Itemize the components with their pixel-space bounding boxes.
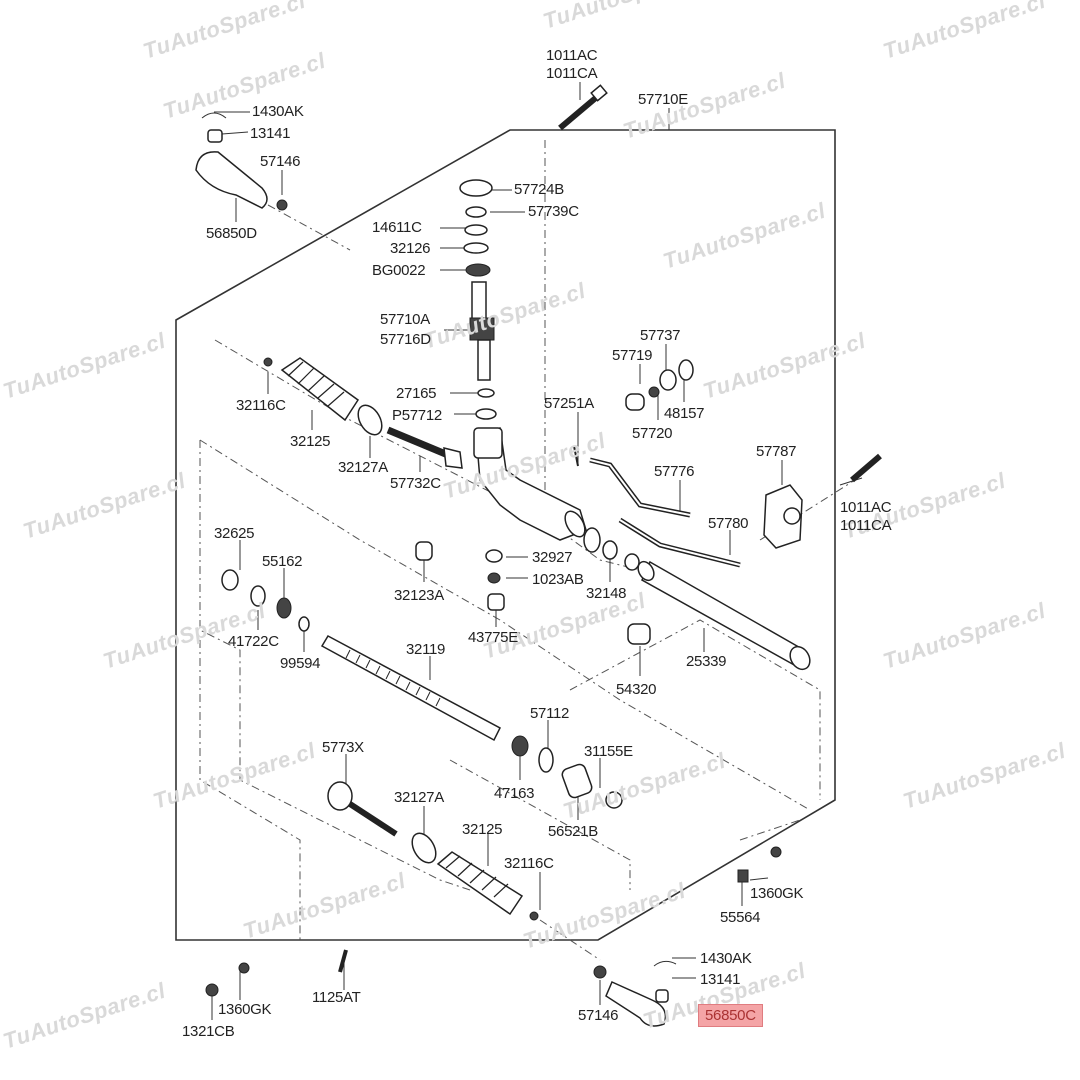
tie-rod-end-lower xyxy=(593,960,677,1027)
centerline-upper xyxy=(214,339,641,571)
part-label-57146-top[interactable]: 57146 xyxy=(260,153,301,170)
rack-bar xyxy=(320,635,501,742)
loose-fasteners xyxy=(205,846,782,997)
part-label-57112[interactable]: 57112 xyxy=(530,705,570,722)
pinion-stack xyxy=(459,179,497,420)
part-label-32119[interactable]: 32119 xyxy=(406,641,446,658)
part-label-55564[interactable]: 55564 xyxy=(720,909,761,926)
part-label-5773x[interactable]: 5773X xyxy=(322,739,364,756)
part-label-1011ac-right[interactable]: 1011AC xyxy=(840,499,892,516)
bolt-right xyxy=(850,453,882,483)
part-label-32125-bot[interactable]: 32125 xyxy=(462,821,503,838)
rack-housing xyxy=(473,427,640,571)
centerline-lower xyxy=(199,439,811,811)
bellows-boot-upper xyxy=(263,357,383,436)
part-label-32148[interactable]: 32148 xyxy=(586,585,627,602)
part-label-57737[interactable]: 57737 xyxy=(640,327,681,344)
part-label-57146-bot[interactable]: 57146 xyxy=(578,1007,619,1024)
part-label-32127a-bot[interactable]: 32127A xyxy=(394,789,444,806)
part-label-1011ac-top[interactable]: 1011AC xyxy=(546,47,598,64)
part-label-32116c-bot[interactable]: 32116C xyxy=(504,855,554,872)
part-label-57780[interactable]: 57780 xyxy=(708,515,749,532)
bushings xyxy=(221,541,651,645)
part-label-57710e[interactable]: 57710E xyxy=(638,91,688,108)
part-label-54320[interactable]: 54320 xyxy=(616,681,657,698)
part-label-57732c[interactable]: 57732C xyxy=(390,475,441,492)
part-label-56521b[interactable]: 56521B xyxy=(548,823,598,840)
bolt-link-bot xyxy=(739,819,801,841)
cylinder-tube xyxy=(637,560,811,671)
part-label-56850d[interactable]: 56850D xyxy=(206,225,257,242)
part-label-57710a[interactable]: 57710A xyxy=(380,311,430,328)
part-label-27165[interactable]: 27165 xyxy=(396,385,437,402)
part-label-bg0022[interactable]: BG0022 xyxy=(372,262,426,279)
part-label-57776[interactable]: 57776 xyxy=(654,463,695,480)
bolt-top xyxy=(558,84,608,131)
part-label-1023ab[interactable]: 1023AB xyxy=(532,571,584,588)
inner-tie-rod-lower xyxy=(327,781,398,837)
inner-tie-rod-upper xyxy=(386,426,463,469)
tie-rod-end-upper xyxy=(195,112,288,211)
part-label-13141-top[interactable]: 13141 xyxy=(250,125,291,142)
part-label-14611c[interactable]: 14611C xyxy=(372,219,422,236)
part-label-1360gk-left[interactable]: 1360GK xyxy=(218,1001,272,1018)
part-label-57716d[interactable]: 57716D xyxy=(380,331,431,348)
part-label-41722c[interactable]: 41722C xyxy=(228,633,279,650)
part-label-57251a[interactable]: 57251A xyxy=(544,395,594,412)
part-label-57724b[interactable]: 57724B xyxy=(514,181,564,198)
part-label-47163[interactable]: 47163 xyxy=(494,785,535,802)
part-label-32127a-top[interactable]: 32127A xyxy=(338,459,388,476)
part-label-1011ca-top[interactable]: 1011CA xyxy=(546,65,598,82)
centerline-tail xyxy=(199,640,301,940)
part-label-1125at[interactable]: 1125AT xyxy=(312,989,361,1006)
part-label-32625[interactable]: 32625 xyxy=(214,525,255,542)
valve-parts xyxy=(573,359,694,467)
tie-end-link-top xyxy=(267,204,351,251)
part-label-43775e[interactable]: 43775E xyxy=(468,629,518,646)
part-label-57720[interactable]: 57720 xyxy=(632,425,673,442)
part-label-1430ak-top[interactable]: 1430AK xyxy=(252,103,304,120)
part-label-13141-bot[interactable]: 13141 xyxy=(700,971,741,988)
centerline-box xyxy=(449,759,631,890)
part-label-1321cb[interactable]: 1321CB xyxy=(182,1023,235,1040)
part-label-32116c-top[interactable]: 32116C xyxy=(236,397,286,414)
assembly-frame xyxy=(175,129,836,941)
part-label-57739c[interactable]: 57739C xyxy=(528,203,579,220)
part-label-1011ca-right[interactable]: 1011CA xyxy=(840,517,892,534)
part-label-1360gk-right[interactable]: 1360GK xyxy=(750,885,804,902)
part-label-32927[interactable]: 32927 xyxy=(532,549,573,566)
part-label-1430ak-bot[interactable]: 1430AK xyxy=(700,950,752,967)
part-label-55162[interactable]: 55162 xyxy=(262,553,303,570)
part-label-99594[interactable]: 99594 xyxy=(280,655,321,672)
part-label-25339[interactable]: 25339 xyxy=(686,653,727,670)
part-label-57719[interactable]: 57719 xyxy=(612,347,653,364)
tie-end-link-bot xyxy=(539,919,601,961)
part-label-48157[interactable]: 48157 xyxy=(664,405,705,422)
part-label-31155e[interactable]: 31155E xyxy=(584,743,633,760)
bellows-boot-lower xyxy=(411,832,539,921)
part-label-32123a[interactable]: 32123A xyxy=(394,587,444,604)
part-label-32125-top[interactable]: 32125 xyxy=(290,433,331,450)
part-label-p57712[interactable]: P57712 xyxy=(392,407,442,424)
centerline-right xyxy=(569,619,821,800)
part-label-32126[interactable]: 32126 xyxy=(390,240,431,257)
lower-seals xyxy=(511,735,623,809)
part-label-57787[interactable]: 57787 xyxy=(756,443,797,460)
part-label-56850c-highlighted[interactable]: 56850C xyxy=(698,1004,763,1027)
mount-bracket xyxy=(763,484,803,549)
